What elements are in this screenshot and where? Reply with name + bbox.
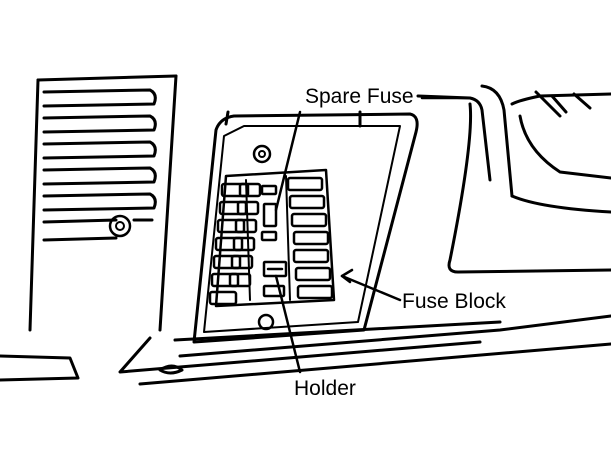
air-vent-louvers xyxy=(42,88,157,242)
fuse-holder xyxy=(262,260,288,298)
leader-lines xyxy=(274,96,472,374)
right-console xyxy=(416,84,611,274)
dashboard-outline xyxy=(0,74,611,386)
spare-fuse-slot xyxy=(260,184,278,242)
fuse-compartment-frame xyxy=(192,110,419,344)
holder-label: Holder xyxy=(294,377,356,400)
spare-fuse-label: Spare Fuse xyxy=(305,85,414,108)
fuse-column-left xyxy=(208,182,262,306)
fuse-block-label: Fuse Block xyxy=(402,290,506,313)
fuse-column-right xyxy=(286,176,334,300)
